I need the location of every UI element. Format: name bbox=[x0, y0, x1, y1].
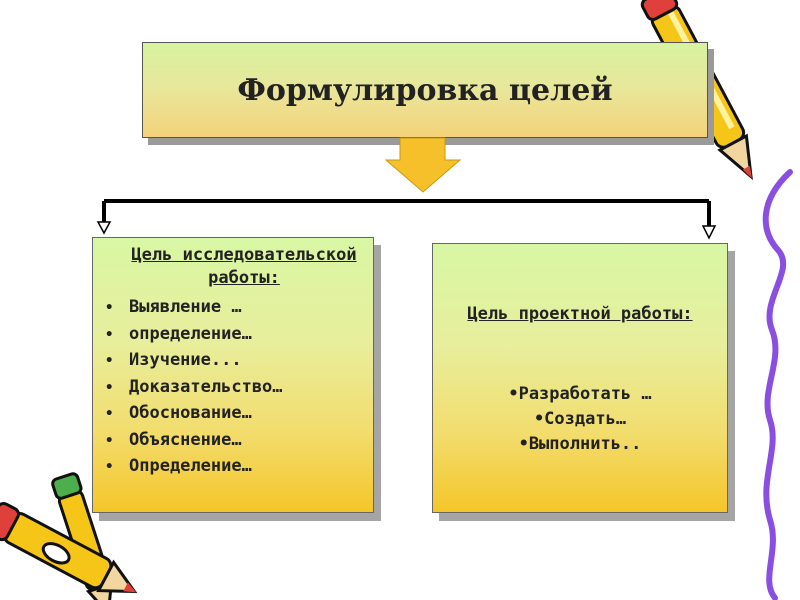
list-item: •Определение… bbox=[101, 454, 361, 481]
arrowhead-right-icon bbox=[703, 226, 715, 238]
list-item: •определение… bbox=[101, 322, 361, 349]
list-item: •Доказательство… bbox=[101, 375, 361, 402]
list-item: •Объяснение… bbox=[101, 428, 361, 455]
list-item: •Выявление … bbox=[101, 295, 361, 322]
down-arrow-icon bbox=[386, 138, 460, 192]
list-item: •Создать… bbox=[433, 407, 727, 432]
list-item: •Обоснование… bbox=[101, 401, 361, 428]
list-item: •Изучение... bbox=[101, 348, 361, 375]
research-goal-box: Цель исследовательской работы: •Выявлени… bbox=[92, 237, 374, 513]
project-goal-box: Цель проектной работы: •Разработать … •С… bbox=[432, 243, 728, 513]
research-goal-heading: Цель исследовательской работы: bbox=[101, 244, 361, 290]
research-goal-list: •Выявление … •определение… •Изучение... … bbox=[101, 295, 361, 481]
arrowhead-left-icon bbox=[98, 222, 110, 233]
list-item: •Разработать … bbox=[433, 382, 727, 407]
project-goal-list: •Разработать … •Создать… •Выполнить.. bbox=[433, 382, 727, 457]
project-goal-heading: Цель проектной работы: bbox=[433, 303, 727, 326]
list-item: •Выполнить.. bbox=[433, 432, 727, 457]
